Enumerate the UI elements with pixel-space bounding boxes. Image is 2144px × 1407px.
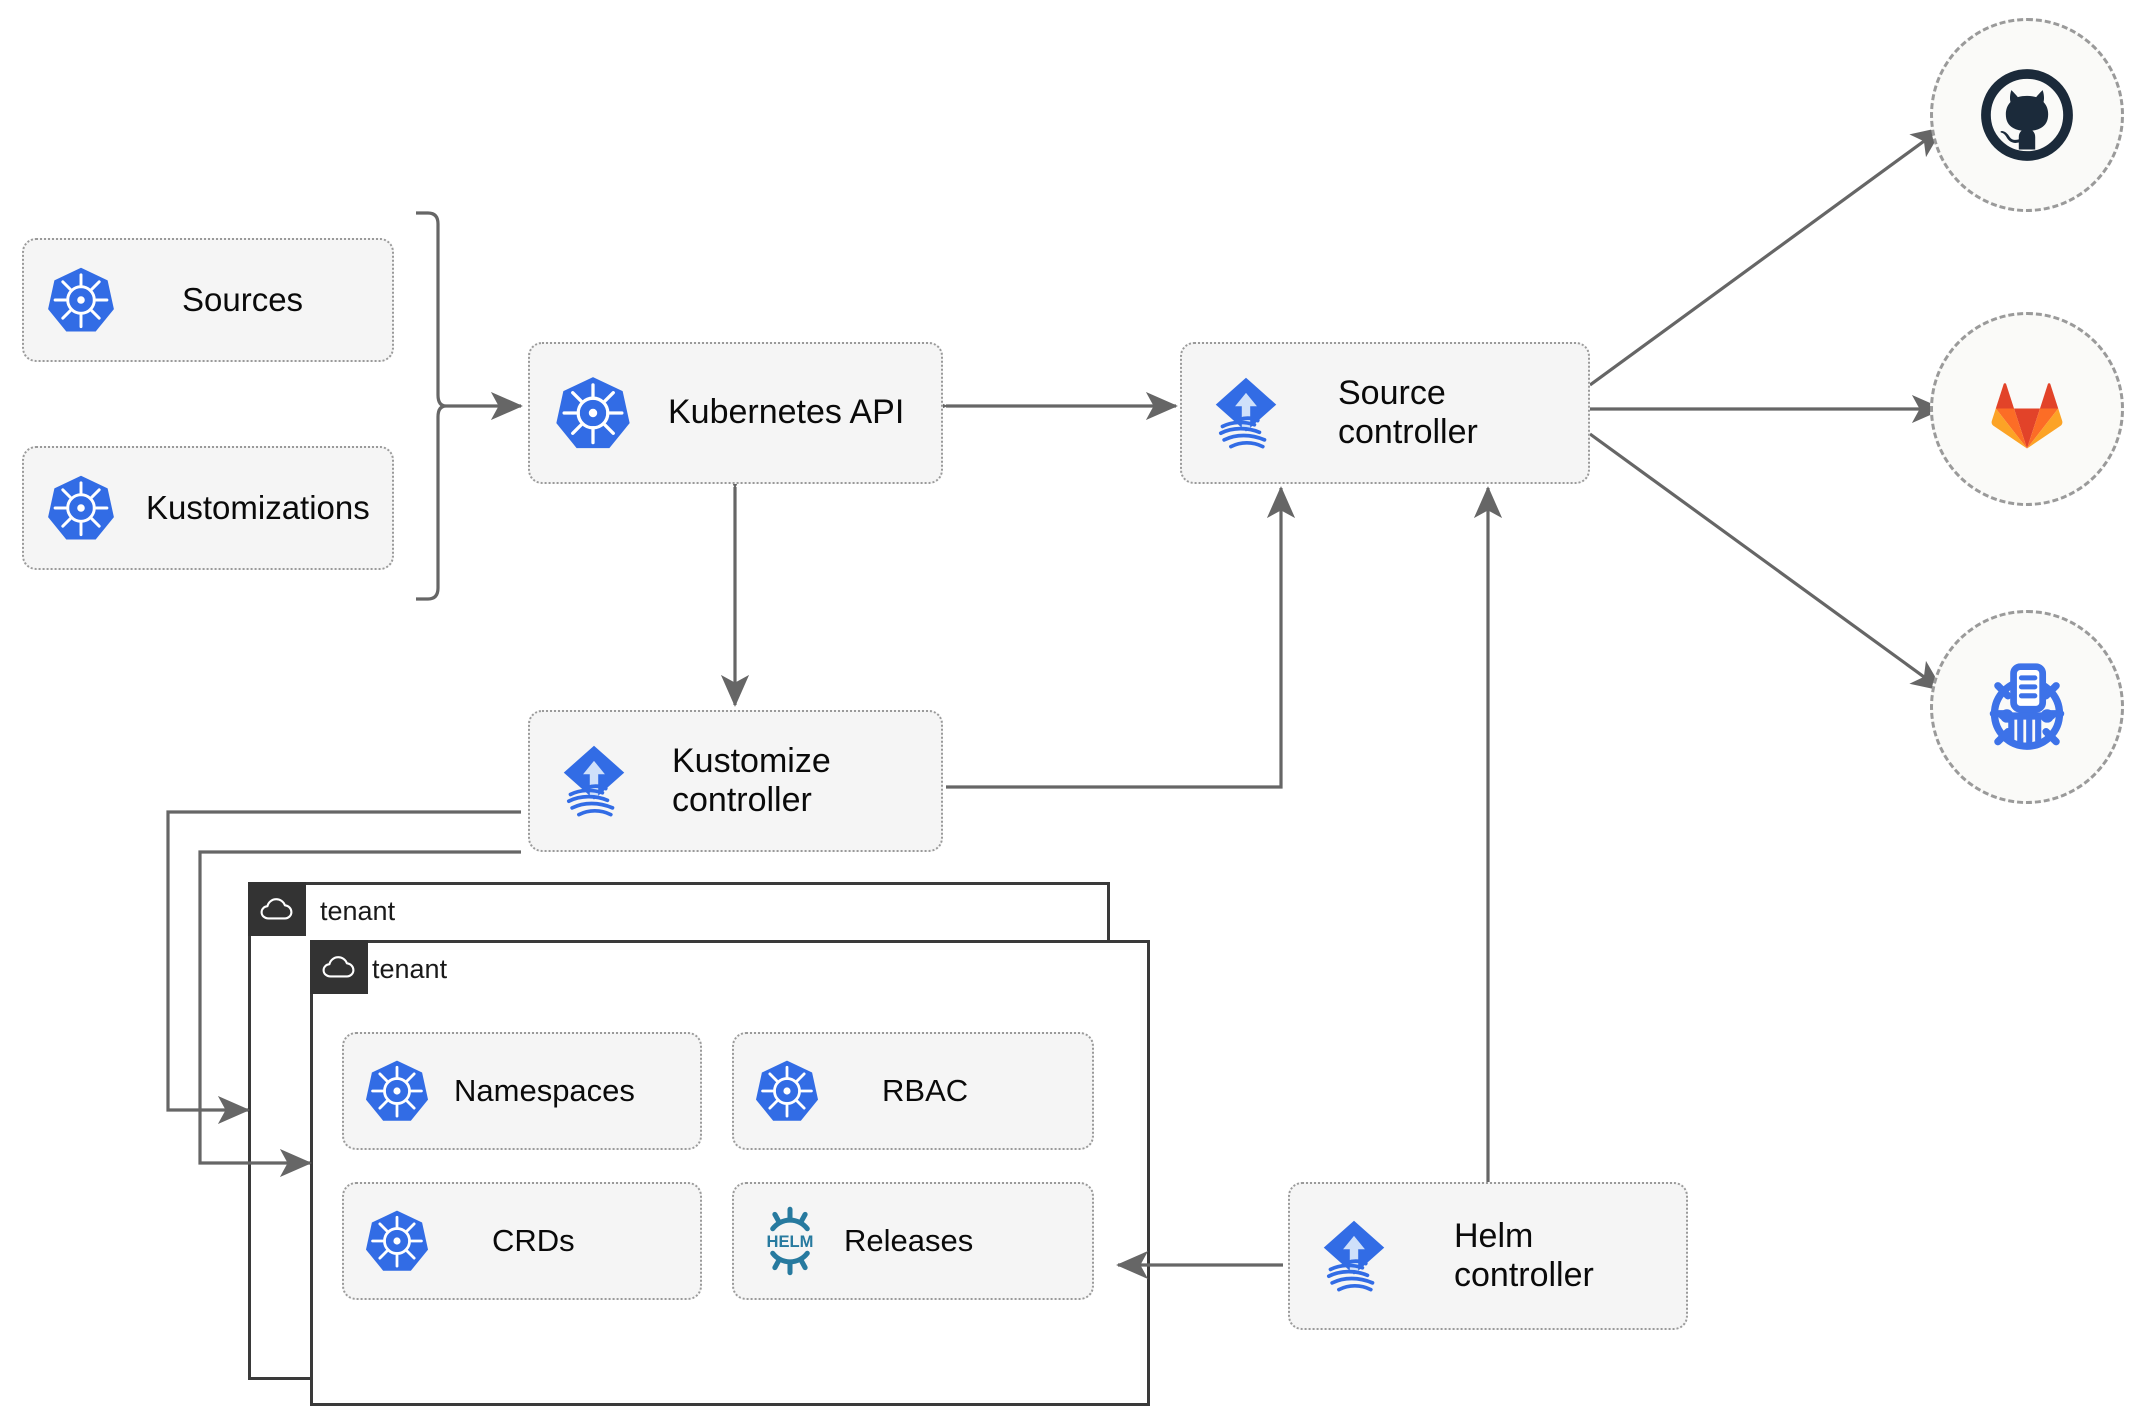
- provider-gitlab[interactable]: [1930, 312, 2124, 506]
- node-sources[interactable]: Sources: [22, 238, 394, 362]
- edge-kustomize-to-tenant-front: [198, 850, 521, 1178]
- gitlab-icon: [1991, 383, 2063, 449]
- node-source-controller[interactable]: Source controller: [1180, 342, 1590, 484]
- node-kustomizations[interactable]: Kustomizations: [22, 446, 394, 570]
- node-kustomizations-label: Kustomizations: [146, 488, 370, 526]
- node-kustomize-controller-label: Kustomize controller: [672, 741, 831, 819]
- helm-registry-icon: [1989, 663, 2065, 750]
- node-source-controller-label: Source controller: [1338, 373, 1478, 451]
- flux-icon: [1312, 1214, 1396, 1298]
- node-crds-label: CRDs: [492, 1223, 575, 1259]
- node-kubernetes-api-label: Kubernetes API: [668, 393, 905, 432]
- node-releases-label: Releases: [844, 1223, 974, 1259]
- kubernetes-icon: [754, 1058, 820, 1124]
- edge-source-to-github: [1589, 126, 1944, 387]
- provider-github[interactable]: [1930, 18, 2124, 212]
- node-helm-controller-label: Helm controller: [1454, 1216, 1594, 1294]
- kubernetes-icon: [46, 473, 116, 543]
- flux-icon: [1204, 371, 1288, 455]
- edge-kustomize-to-source: [946, 486, 1296, 789]
- kubernetes-icon: [364, 1058, 430, 1124]
- node-releases[interactable]: HELM Releases: [732, 1182, 1094, 1300]
- edge-source-to-registry: [1589, 432, 1944, 692]
- node-rbac-label: RBAC: [882, 1073, 969, 1109]
- edge-kustomize-to-tenant-back: [166, 810, 521, 1125]
- kubernetes-icon: [46, 265, 116, 335]
- helm-icon: HELM: [754, 1205, 826, 1277]
- node-kubernetes-api[interactable]: Kubernetes API: [528, 342, 943, 484]
- node-rbac[interactable]: RBAC: [732, 1032, 1094, 1150]
- cloud-icon: [260, 898, 293, 920]
- cloud-icon: [322, 956, 355, 978]
- node-sources-label: Sources: [182, 280, 304, 318]
- flux-icon: [552, 739, 636, 823]
- tenant-back-header: [248, 882, 306, 936]
- node-kustomize-controller[interactable]: Kustomize controller: [528, 710, 943, 852]
- github-icon: [1981, 69, 2073, 161]
- tenant-front-label: tenant: [372, 954, 448, 984]
- tenant-panel-front: [310, 940, 1150, 1406]
- node-helm-controller[interactable]: Helm controller: [1288, 1182, 1688, 1330]
- provider-helm-registry[interactable]: [1930, 610, 2124, 804]
- helm-wordmark: HELM: [767, 1232, 814, 1251]
- node-namespaces-label: Namespaces: [454, 1073, 635, 1109]
- tenant-back-label: tenant: [320, 896, 396, 926]
- node-namespaces[interactable]: Namespaces: [342, 1032, 702, 1150]
- kubernetes-icon: [364, 1208, 430, 1274]
- tenant-front-header: [310, 940, 368, 994]
- node-crds[interactable]: CRDs: [342, 1182, 702, 1300]
- kubernetes-icon: [554, 374, 632, 452]
- input-group-bracket: [416, 211, 447, 601]
